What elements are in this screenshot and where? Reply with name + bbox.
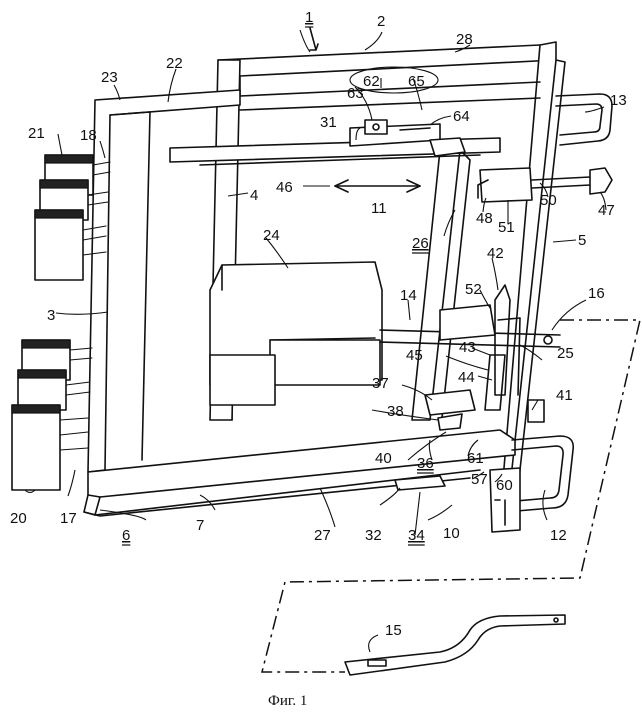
label-63: 63 — [347, 85, 364, 102]
label-16: 16 — [588, 285, 605, 302]
label-46: 46 — [276, 179, 293, 196]
label-6: 6 — [122, 527, 130, 544]
label-32: 32 — [365, 527, 382, 544]
label-7: 7 — [196, 517, 204, 534]
label-47: 47 — [598, 202, 615, 219]
motion-arrow-label: 11 — [371, 200, 387, 217]
label-4: 4 — [250, 187, 258, 204]
label-41: 41 — [556, 387, 573, 404]
label-3: 3 — [47, 307, 55, 324]
label-27: 27 — [314, 527, 331, 544]
label-42: 42 — [487, 245, 504, 262]
label-51: 51 — [498, 219, 515, 236]
label-60: 60 — [496, 477, 513, 494]
label-23: 23 — [101, 69, 118, 86]
label-34: 34 — [408, 527, 425, 544]
label-10: 10 — [443, 525, 460, 542]
label-2: 2 — [377, 13, 385, 30]
label-25: 25 — [557, 345, 574, 362]
motion-arrow: 11 — [335, 180, 420, 217]
label-12: 12 — [550, 527, 567, 544]
label-24: 24 — [263, 227, 280, 244]
label-61: 61 — [467, 450, 484, 467]
label-44: 44 — [458, 369, 475, 386]
label-48: 48 — [476, 210, 493, 227]
label-21: 21 — [28, 125, 45, 142]
label-37: 37 — [372, 375, 389, 392]
label-36: 36 — [417, 455, 434, 472]
label-1: 1 — [305, 9, 313, 26]
label-65: 65 — [408, 73, 425, 90]
label-57: 57 — [471, 471, 488, 488]
upper-mechanism — [350, 120, 612, 202]
label-14: 14 — [400, 287, 417, 304]
label-43: 43 — [459, 339, 476, 356]
label-26: 26 — [412, 235, 429, 252]
component-24 — [210, 262, 382, 405]
label-28: 28 — [456, 31, 473, 48]
label-52: 52 — [465, 281, 482, 298]
label-17: 17 — [60, 510, 77, 527]
label-13: 13 — [610, 92, 627, 109]
label-5: 5 — [578, 232, 586, 249]
label-64: 64 — [453, 108, 470, 125]
label-22: 22 — [166, 55, 183, 72]
key-15 — [345, 615, 565, 675]
label-38: 38 — [387, 403, 404, 420]
label-62: 62 — [363, 73, 380, 90]
figure-caption: Фиг. 1 — [268, 693, 307, 709]
label-15: 15 — [385, 622, 402, 639]
label-31: 31 — [320, 114, 337, 131]
label-20: 20 — [10, 510, 27, 527]
label-50: 50 — [540, 192, 557, 209]
label-45: 45 — [406, 347, 423, 364]
handle-13 — [556, 94, 612, 145]
label-18: 18 — [80, 127, 97, 144]
label-40: 40 — [375, 450, 392, 467]
